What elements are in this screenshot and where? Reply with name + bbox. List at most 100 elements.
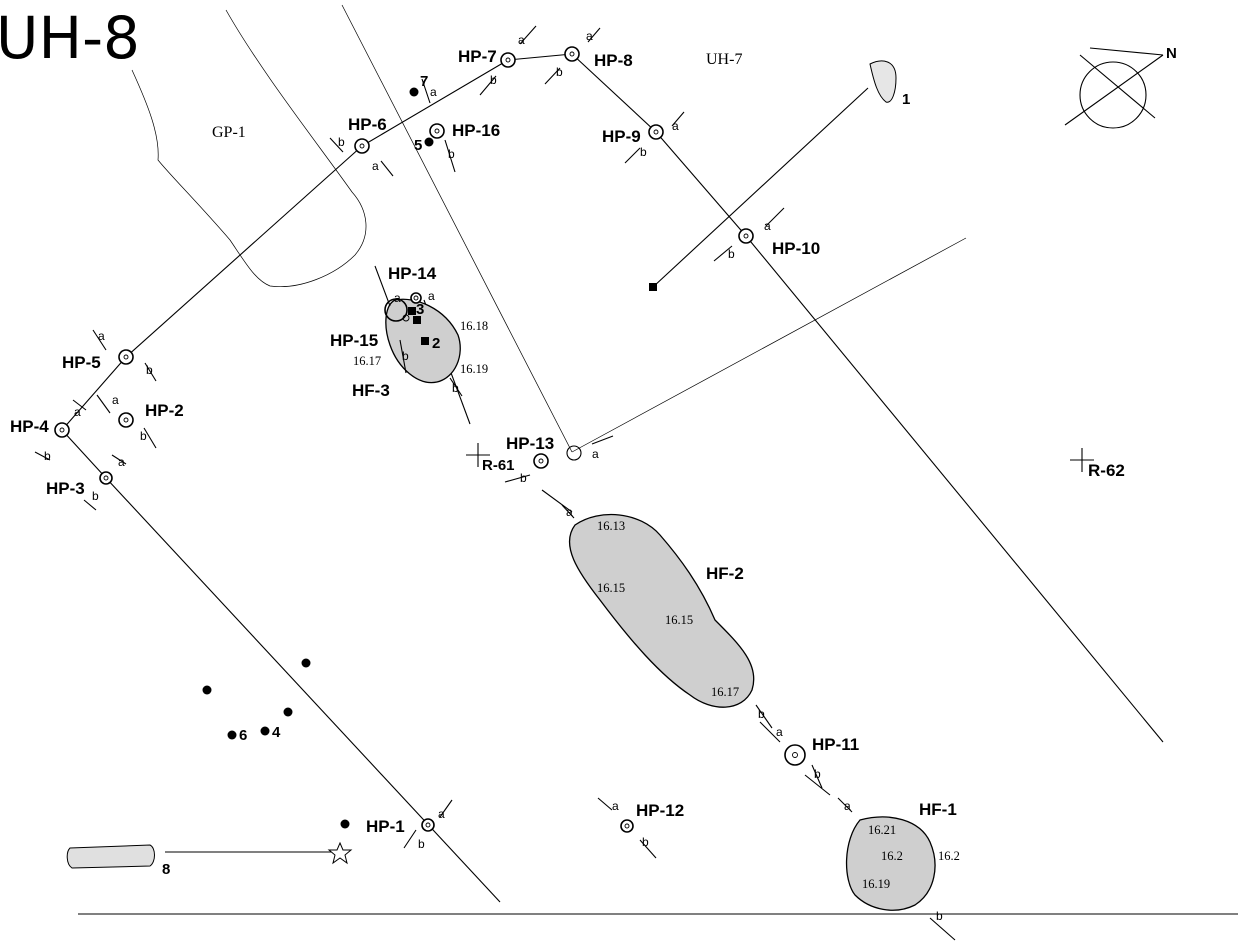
hp2-label: HP-2 xyxy=(145,401,184,420)
post-hole-hp2 xyxy=(118,412,134,428)
elevation-label: 16.18 xyxy=(460,319,488,333)
elevation-label: 16.15 xyxy=(597,581,625,595)
svg-text:a: a xyxy=(518,33,525,47)
hp8-label: HP-8 xyxy=(594,51,633,70)
wall-line xyxy=(804,774,831,796)
hp7-label: HP-7 xyxy=(458,47,497,66)
boundary-line xyxy=(571,237,967,453)
hf2-label: HF-2 xyxy=(706,564,744,583)
elevation-label: 16.19 xyxy=(862,877,890,891)
post-hole-hp14 xyxy=(410,292,422,304)
svg-text:b: b xyxy=(448,147,455,161)
post-hole-hp6 xyxy=(354,138,370,154)
find2-label: 2 xyxy=(432,335,440,352)
find7-label: 7 xyxy=(420,73,428,90)
svg-text:b: b xyxy=(418,837,425,851)
find8-artifact xyxy=(66,844,155,869)
svg-text:a: a xyxy=(776,725,783,739)
find-dot xyxy=(260,726,270,736)
elevation-label: 16.2 xyxy=(881,849,903,863)
find1-link xyxy=(652,87,869,288)
hp14-label: HP-14 xyxy=(388,264,437,283)
find-square xyxy=(649,283,657,291)
svg-text:a: a xyxy=(592,447,599,461)
svg-text:a: a xyxy=(612,799,619,813)
wall-line xyxy=(759,721,781,743)
svg-text:a: a xyxy=(372,159,379,173)
svg-text:b: b xyxy=(728,247,735,261)
svg-text:b: b xyxy=(936,909,943,923)
post-hole-hp12 xyxy=(620,819,634,833)
hp6-label: HP-6 xyxy=(348,115,387,134)
svg-text:b: b xyxy=(490,73,497,87)
post-hole-hp5 xyxy=(118,349,134,365)
svg-text:b: b xyxy=(758,707,765,721)
wall-line xyxy=(361,59,509,147)
hp1-label: HP-1 xyxy=(366,817,405,836)
post-hole-hp3 xyxy=(99,471,113,485)
post-hole-hp13 xyxy=(533,453,549,469)
uh7-label: UH-7 xyxy=(706,51,742,68)
svg-text:R-62: R-62 xyxy=(1088,461,1125,480)
svg-text:b: b xyxy=(556,65,563,79)
wall-line xyxy=(125,145,363,358)
hp13-label: HP-13 xyxy=(506,434,554,453)
find-dot xyxy=(340,819,350,829)
hp15-label: HP-15 xyxy=(330,331,378,350)
find3-label: 3 xyxy=(416,301,424,318)
find4-label: 4 xyxy=(272,724,281,741)
post-hole-hp4 xyxy=(54,422,70,438)
elevation-label: 16.13 xyxy=(597,519,625,533)
svg-text:a: a xyxy=(844,799,851,813)
svg-text:b: b xyxy=(814,767,821,781)
hf3-label: HF-3 xyxy=(352,381,390,400)
find-square xyxy=(408,307,416,315)
section-ticks xyxy=(34,25,956,941)
elevation-label: 16.17 xyxy=(353,354,381,368)
svg-text:a: a xyxy=(112,393,119,407)
wall-line xyxy=(655,131,747,237)
post-hole-hp16 xyxy=(429,123,445,139)
gp1-outline xyxy=(131,9,367,287)
find-dot xyxy=(202,685,212,695)
svg-text:b: b xyxy=(92,489,99,503)
find8-label: 8 xyxy=(162,861,170,878)
post-hole-hp8 xyxy=(564,46,580,62)
svg-text:R-61: R-61 xyxy=(482,457,515,474)
find1-label: 1 xyxy=(902,91,910,108)
elevation-label: 16.2 xyxy=(938,849,960,863)
wall-line xyxy=(571,53,657,133)
gp1-label: GP-1 xyxy=(212,124,246,141)
hp4-label: HP-4 xyxy=(10,417,49,436)
hf1-label: HF-1 xyxy=(919,800,957,819)
star-marker xyxy=(327,841,353,865)
find-dot xyxy=(301,658,311,668)
find1-artifact xyxy=(869,60,897,103)
hearth-hf2 xyxy=(568,513,755,708)
post-hole-hp10 xyxy=(738,228,754,244)
grid-point-r62: R-62 xyxy=(1070,448,1125,480)
post-hole-hp1 xyxy=(421,818,435,832)
hp3-label: HP-3 xyxy=(46,479,85,498)
svg-text:a: a xyxy=(672,119,679,133)
hp10-label: HP-10 xyxy=(772,239,820,258)
elevation-label: 16.15 xyxy=(665,613,693,627)
post-hole-open xyxy=(566,445,582,461)
post-hole-hp9 xyxy=(648,124,664,140)
post-hole-hp15 xyxy=(384,298,410,322)
svg-text:a: a xyxy=(428,289,435,303)
svg-text:b: b xyxy=(520,471,527,485)
post-hole-hp7 xyxy=(500,52,516,68)
hp11-label: HP-11 xyxy=(812,735,859,754)
svg-text:a: a xyxy=(566,505,573,519)
find-dot xyxy=(409,87,419,97)
find5-label: 5 xyxy=(414,137,422,154)
hp5-label: HP-5 xyxy=(62,353,101,372)
svg-text:b: b xyxy=(44,449,51,463)
hearth-hf1 xyxy=(845,816,936,911)
svg-text:b: b xyxy=(146,363,153,377)
svg-text:b: b xyxy=(338,135,345,149)
svg-text:b: b xyxy=(642,835,649,849)
elevation-label: 16.21 xyxy=(868,823,896,837)
